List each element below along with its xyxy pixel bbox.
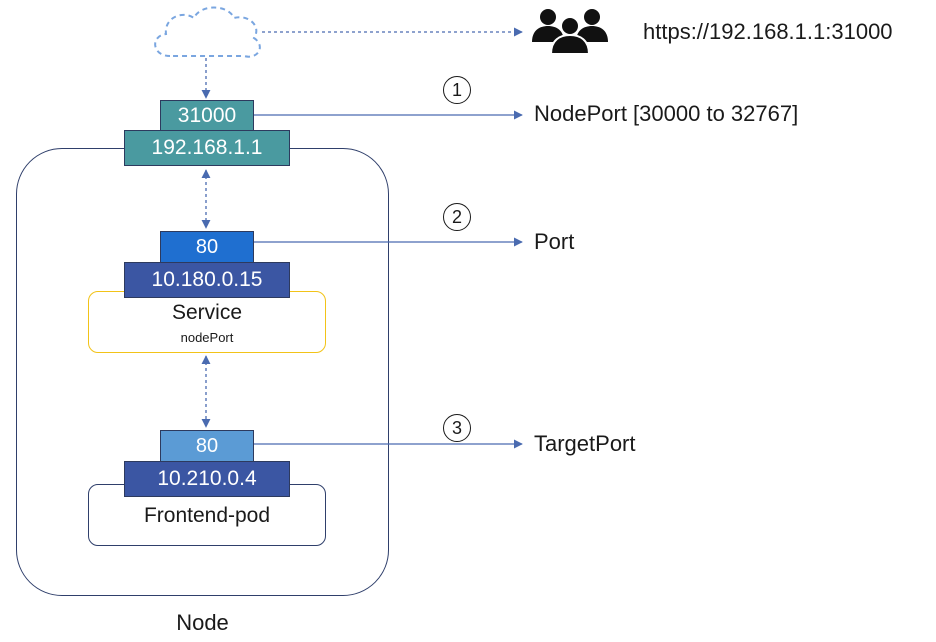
service-name: Service: [171, 301, 243, 324]
pod-port-box: 80: [160, 430, 254, 462]
service-ip-box: 10.180.0.15: [124, 262, 290, 298]
service-type: nodePort: [180, 330, 234, 345]
callout-number-1: 1: [443, 76, 471, 104]
pod-ip-box: 10.210.0.4: [124, 461, 290, 497]
service-port-box: 80: [160, 231, 254, 263]
cloud-icon: [154, 6, 261, 58]
port-label: Port: [534, 229, 575, 254]
nodeport-label: NodePort [30000 to 32767]: [534, 101, 799, 126]
pod-name: Frontend-pod: [143, 504, 271, 527]
callout-number-3: 3: [443, 414, 471, 442]
users-group-icon: [532, 9, 608, 55]
node-label: Node: [176, 610, 229, 635]
callout-number-2: 2: [443, 203, 471, 231]
service-box: Service nodePort: [88, 291, 326, 353]
targetport-label: TargetPort: [534, 431, 636, 456]
external-url: https://192.168.1.1:31000: [643, 19, 893, 44]
node-port-box: 31000: [160, 100, 254, 132]
node-ip-box: 192.168.1.1: [124, 130, 290, 166]
